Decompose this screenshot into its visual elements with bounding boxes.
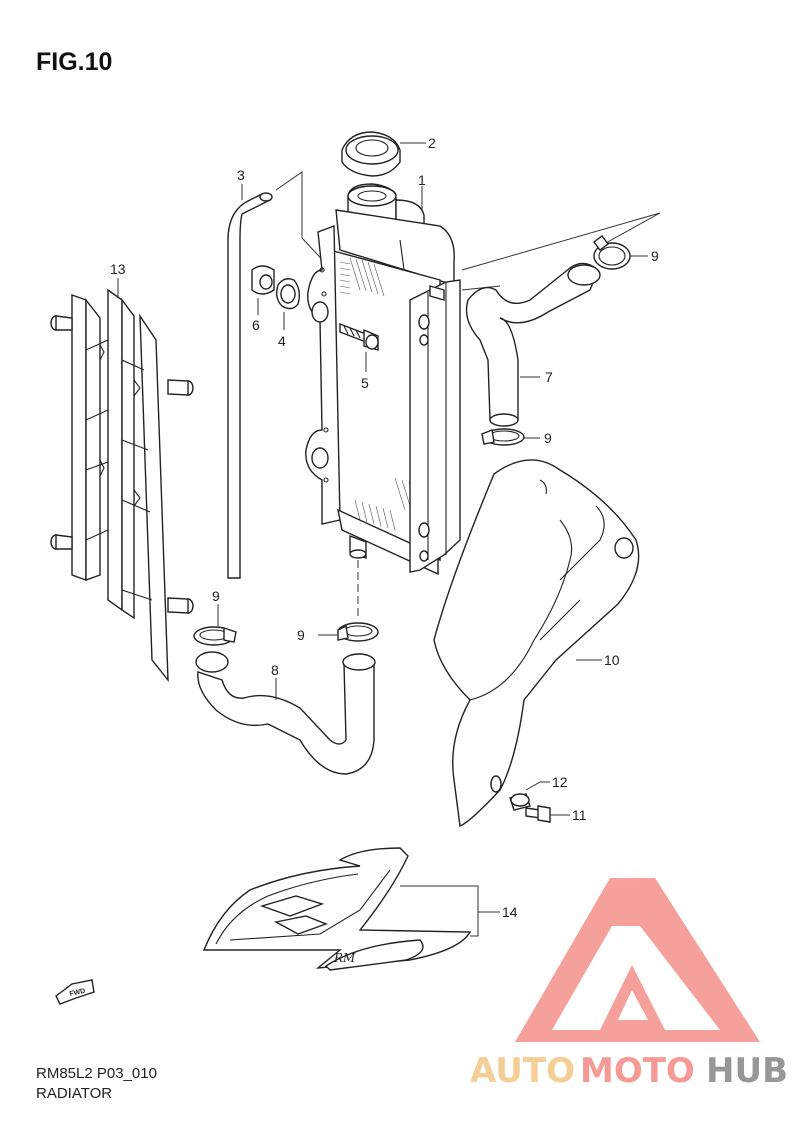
- callout-clamp-upper-bottom: 9: [544, 430, 552, 446]
- callout-emblem: 14: [502, 904, 518, 920]
- callout-shroud-bolt: 11: [572, 807, 587, 823]
- shroud-bolt[interactable]: [525, 805, 551, 823]
- shroud-washer[interactable]: [509, 793, 531, 811]
- cushion[interactable]: [275, 278, 301, 310]
- forward-arrow-icon: FWD: [55, 979, 95, 1005]
- mounting-bolt[interactable]: [339, 322, 379, 351]
- emblem-decal[interactable]: RM: [202, 847, 472, 971]
- hose-clamp-lower-left[interactable]: [193, 626, 237, 646]
- callout-clamp-upper-top: 9: [651, 248, 659, 264]
- callout-bolt: 5: [361, 375, 369, 391]
- radiator-core-fins: [339, 257, 434, 531]
- watermark-text: AUTO MOTO HUB: [470, 1051, 788, 1091]
- callout-louver: 13: [110, 261, 126, 277]
- radiator-shroud[interactable]: [433, 459, 640, 827]
- figure-code: RM85L2 P03_010: [36, 1065, 157, 1082]
- watermark-auto: AUTO: [470, 1051, 575, 1091]
- figure-title: FIG.10: [36, 48, 113, 76]
- watermark-inner-mark: [600, 965, 665, 1030]
- hose-clamp-upper-bottom[interactable]: [481, 428, 525, 446]
- watermark-logo: [515, 878, 760, 1042]
- watermark-triangle: [515, 878, 760, 1042]
- callout-shroud-washer: 12: [552, 774, 568, 790]
- hose-clamp-upper-top[interactable]: [593, 235, 631, 270]
- radiator-cap[interactable]: [341, 131, 401, 177]
- callout-clamp-lower-right: 9: [297, 627, 305, 643]
- callout-lower-hose: 8: [271, 662, 279, 678]
- hose-clamp-lower-right[interactable]: [337, 622, 379, 642]
- emblem-rm-mark: RM: [333, 951, 356, 965]
- lower-radiator-hose[interactable]: [195, 651, 376, 775]
- callout-cap: 2: [428, 135, 436, 151]
- radiator-louver[interactable]: [50, 288, 194, 683]
- overflow-hose[interactable]: [227, 192, 273, 579]
- callout-overflow-hose: 3: [237, 167, 245, 183]
- figure-name: RADIATOR: [36, 1085, 113, 1102]
- callout-radiator: 1: [418, 172, 426, 188]
- callout-upper-hose: 7: [545, 369, 553, 385]
- watermark-hub: HUB: [706, 1051, 788, 1091]
- upper-radiator-hose[interactable]: [465, 262, 601, 427]
- watermark-moto: MOTO: [580, 1051, 695, 1091]
- callout-cushion: 4: [278, 333, 286, 349]
- fwd-label: FWD: [69, 988, 86, 998]
- callout-grommet: 6: [252, 317, 260, 333]
- grommet[interactable]: [251, 265, 275, 295]
- callout-clamp-lower-left: 9: [212, 588, 220, 604]
- callout-shroud: 10: [604, 652, 620, 668]
- radiator[interactable]: [305, 183, 461, 576]
